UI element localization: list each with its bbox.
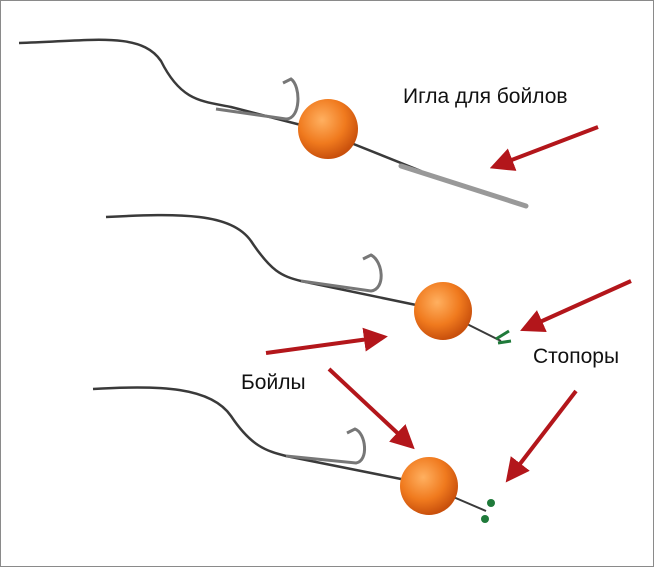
stopper xyxy=(487,499,495,507)
rig-double-stopper xyxy=(92,386,495,523)
rig-with-needle xyxy=(18,38,529,209)
fishing-line xyxy=(18,38,302,127)
arrow-needle xyxy=(489,125,599,171)
rig-single-stopper xyxy=(105,213,512,345)
fishing-line xyxy=(105,213,422,308)
hook xyxy=(300,253,383,293)
hair-line xyxy=(450,495,487,512)
fishing-line xyxy=(92,386,412,483)
arrow-boilie-2 xyxy=(327,367,415,450)
boilie xyxy=(400,457,458,515)
arrows xyxy=(265,125,632,483)
boilie xyxy=(414,282,472,340)
hook xyxy=(215,77,300,121)
hook xyxy=(285,427,366,465)
stopper xyxy=(495,329,512,345)
stopper xyxy=(481,515,489,523)
label-boilies: Бойлы xyxy=(241,371,306,394)
label-needle: Игла для бойлов xyxy=(403,85,568,108)
arrow-stopper-2 xyxy=(505,389,578,483)
boilie xyxy=(298,99,358,159)
arrow-stopper-1 xyxy=(520,279,632,333)
label-stoppers: Стопоры xyxy=(533,345,620,368)
baiting-needle xyxy=(398,163,529,209)
arrow-boilie-1 xyxy=(265,327,388,355)
